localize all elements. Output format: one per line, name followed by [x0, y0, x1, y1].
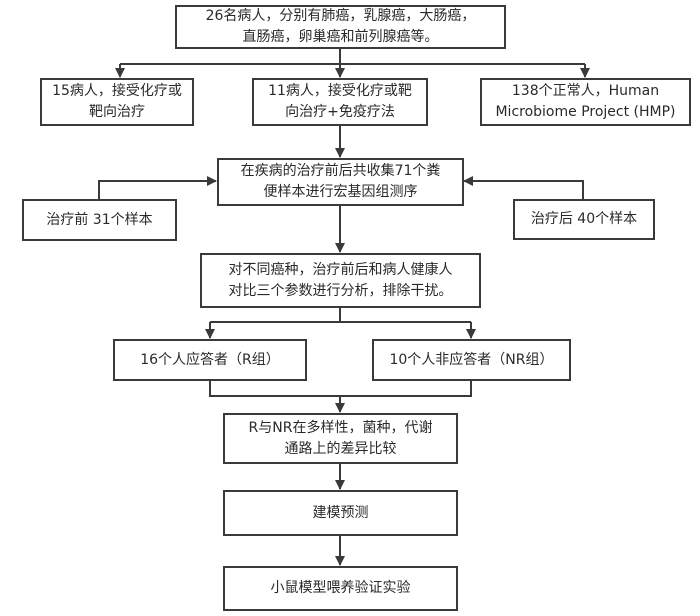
- group-immuno-line-2: 向治疗+免疫疗法: [285, 104, 395, 120]
- modeling-box: 建模预测: [223, 490, 458, 536]
- group-healthy-line-2: Microbiome Project (HMP): [495, 104, 676, 120]
- analysis-box: 对不同癌种，治疗前后和病人健康人对比三个参数进行分析，排除干扰。: [200, 253, 481, 308]
- patients-line-2: 直肠癌，卵巢癌和前列腺癌等。: [242, 29, 439, 45]
- pre-treatment-box: 治疗前 31个样本: [22, 199, 177, 241]
- post-treatment-label: 治疗后 40个样本: [530, 211, 638, 227]
- group-immuno-line-1: 11病人，接受化疗或靶: [268, 83, 412, 99]
- sample-collection-box: 在疾病的治疗前后共收集71个粪便样本进行宏基因组测序: [217, 158, 464, 206]
- comparison-line-1: R与NR在多样性，菌种，代谢: [248, 419, 433, 436]
- edge-pre-collection: [98, 176, 217, 199]
- pre-treatment-label: 治疗前 31个样本: [46, 211, 153, 228]
- edge-merge-bar: [209, 380, 472, 397]
- responders-label: 16个人应答者（R组）: [140, 351, 280, 368]
- group-immuno-box: 11病人，接受化疗或靶向治疗+免疫疗法: [252, 78, 428, 126]
- group-healthy-line-1: 138个正常人，Human: [511, 83, 660, 99]
- patients-line-1: 26名病人，分别有肺癌，乳腺癌，大肠癌，: [205, 8, 476, 24]
- analysis-line-2: 对比三个参数进行分析，排除干扰。: [228, 282, 453, 299]
- group-chemo-line-2: 靶向治疗: [88, 104, 145, 120]
- sample-collection-line-1: 在疾病的治疗前后共收集71个粪: [240, 163, 441, 179]
- patients-box: 26名病人，分别有肺癌，乳腺癌，大肠癌， 直肠癌，卵巢癌和前列腺癌等。: [175, 5, 506, 49]
- mouse-experiment-label: 小鼠模型喂养验证实验: [270, 580, 411, 596]
- comparison-line-2: 通路上的差异比较: [284, 440, 397, 457]
- sample-collection-line-2: 便样本进行宏基因组测序: [263, 184, 418, 200]
- responders-box: 16个人应答者（R组）: [113, 339, 307, 381]
- group-chemo-line-1: 15病人，接受化疗或: [52, 83, 182, 99]
- edge-post-collection: [463, 176, 584, 199]
- group-chemo-box: 15病人，接受化疗或靶向治疗: [40, 78, 194, 126]
- analysis-line-1: 对不同癌种，治疗前后和病人健康人: [228, 261, 453, 278]
- comparison-box: R与NR在多样性，菌种，代谢通路上的差异比较: [223, 413, 458, 464]
- post-treatment-box: 治疗后 40个样本: [513, 199, 655, 240]
- modeling-label: 建模预测: [312, 504, 369, 521]
- non-responders-label: 10个人非应答者（NR组）: [389, 351, 554, 368]
- mouse-experiment-box: 小鼠模型喂养验证实验: [223, 566, 458, 611]
- non-responders-box: 10个人非应答者（NR组）: [372, 339, 571, 381]
